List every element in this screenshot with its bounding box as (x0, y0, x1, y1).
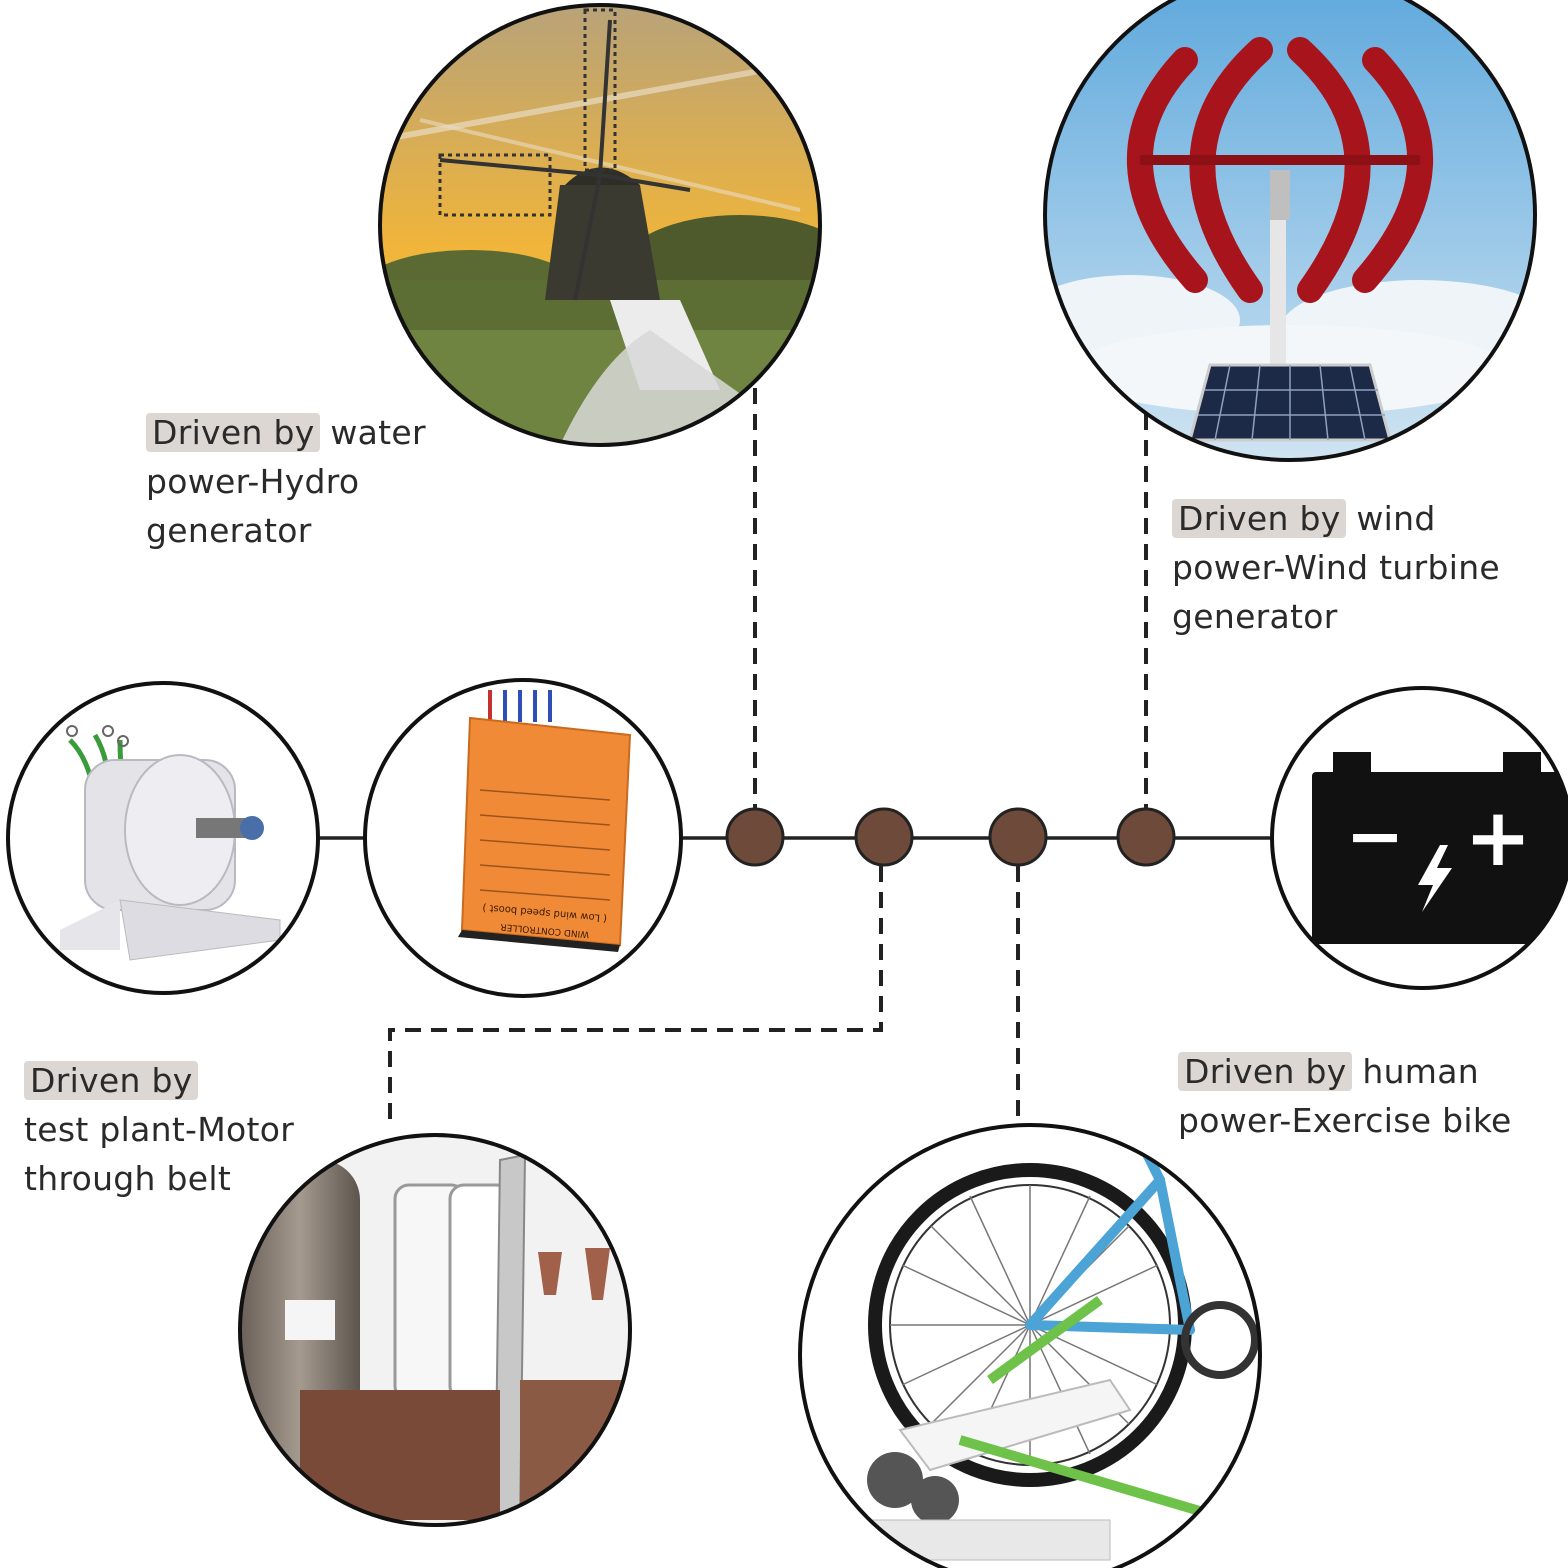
caption-hydro-rest: water (330, 413, 426, 452)
wind-turbine-photo (1043, 0, 1537, 462)
caption-wind-highlight: Driven by (1172, 499, 1346, 538)
caption-human-highlight: Driven by (1178, 1052, 1352, 1091)
caption-hydro: Driven by water power-Hydro generator (146, 408, 426, 555)
exercise-bike-photo (798, 1123, 1262, 1568)
caption-hydro-highlight: Driven by (146, 413, 320, 452)
generator-photo (6, 681, 320, 995)
battery-plus: + (1464, 791, 1531, 884)
caption-human-line2: power-Exercise bike (1178, 1101, 1512, 1140)
junction-node-human (988, 807, 1048, 867)
caption-hydro-line3: generator (146, 511, 312, 550)
caption-wind-rest: wind (1356, 499, 1436, 538)
caption-motor-highlight: Driven by (24, 1061, 198, 1100)
battery-minus: − (1346, 795, 1405, 877)
belt-motor-photo (238, 1133, 632, 1527)
caption-motor-line2: test plant-Motor (24, 1110, 295, 1149)
junction-node-hydro (725, 807, 785, 867)
caption-motor-line3: through belt (24, 1159, 232, 1198)
caption-wind-line3: generator (1172, 597, 1338, 636)
caption-human: Driven by human power-Exercise bike (1178, 1047, 1512, 1145)
caption-human-rest: human (1362, 1052, 1479, 1091)
caption-hydro-line2: power-Hydro (146, 462, 360, 501)
caption-wind: Driven by wind power-Wind turbine genera… (1172, 494, 1500, 641)
caption-wind-line2: power-Wind turbine (1172, 548, 1501, 587)
junction-node-wind (1116, 807, 1176, 867)
motor-connector (388, 866, 883, 1120)
dashed-connectors (388, 388, 1148, 1122)
controller-photo: ( Low wind speed boost ) WIND CONTROLLER (363, 678, 683, 998)
battery-icon: − + (1270, 686, 1568, 990)
caption-motor: Driven by test plant-Motor through belt (24, 1056, 294, 1203)
windmill-photo (378, 3, 822, 447)
junction-nodes (725, 807, 1176, 867)
junction-node-motor (854, 807, 914, 867)
